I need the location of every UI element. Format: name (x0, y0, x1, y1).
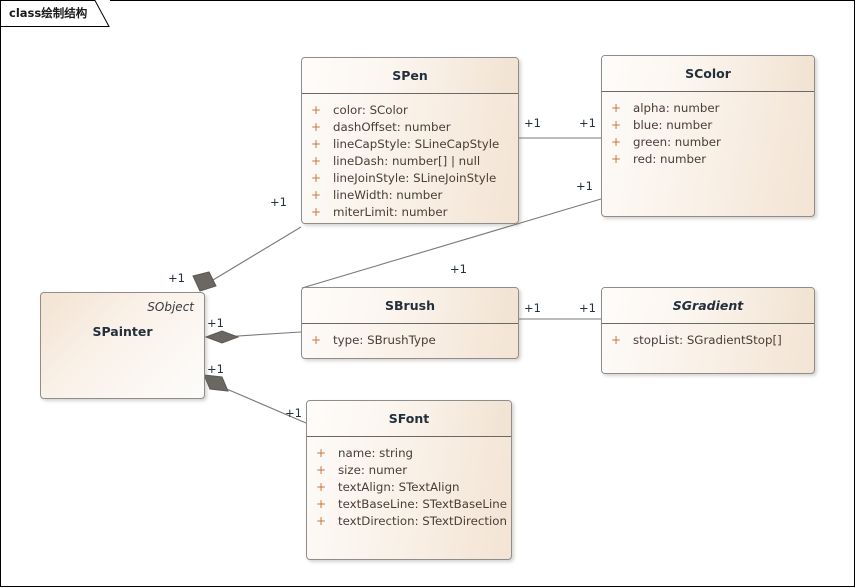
class-attributes-sbrush: + type: SBrushType (302, 324, 518, 355)
class-box-sbrush[interactable]: SBrush + type: SBrushType (301, 287, 519, 359)
class-header-sgradient: SGradient (602, 288, 814, 324)
attribute-row: + textBaseLine: STextBaseLine (307, 496, 511, 513)
visibility-marker: + (611, 101, 622, 115)
class-attributes-scolor: + alpha: number + blue: number + green: … (602, 92, 814, 174)
class-box-spen[interactable]: SPen + color: SColor + dashOffset: numbe… (301, 57, 519, 224)
composition-diamond-spen (192, 271, 217, 292)
class-name-sbrush: SBrush (385, 298, 435, 313)
attribute-row: + lineDash: number[] | null (302, 153, 518, 170)
class-header-sbrush: SBrush (302, 288, 518, 324)
visibility-marker: + (316, 497, 327, 511)
multiplicity-scolor-sbrush-lower: +1 (450, 262, 467, 276)
visibility-marker: + (611, 135, 622, 149)
multiplicity-spen-scolor-right: +1 (579, 116, 596, 130)
attribute-row: + color: SColor (302, 102, 518, 119)
visibility-marker: + (311, 103, 322, 117)
attribute-signature: size: numer (338, 463, 408, 477)
attribute-row: + green: number (602, 134, 814, 151)
attribute-signature: type: SBrushType (333, 333, 436, 347)
class-name-spen: SPen (392, 68, 428, 83)
attribute-row: + textAlign: STextAlign (307, 479, 511, 496)
attribute-signature: lineCapStyle: SLineCapStyle (333, 137, 500, 151)
multiplicity-scolor-sbrush-upper: +1 (576, 179, 593, 193)
class-name-scolor: SColor (685, 66, 731, 81)
attribute-signature: miterLimit: number (333, 205, 448, 219)
attribute-row: + size: numer (307, 462, 511, 479)
class-name-sfont: SFont (388, 411, 430, 426)
class-box-sgradient[interactable]: SGradient + stopList: SGradientStop[] (601, 287, 815, 374)
attribute-signature: blue: number (633, 118, 713, 132)
composition-diamond-sfont (203, 374, 229, 392)
attribute-signature: alpha: number (633, 101, 720, 115)
attribute-signature: color: SColor (333, 103, 408, 117)
class-header-spen: SPen (302, 58, 518, 94)
multiplicity-sfont-end: +1 (285, 406, 302, 420)
diagram-title-label: class绘制结构 (9, 6, 88, 20)
attribute-signature: green: number (633, 135, 721, 149)
class-header-sfont: SFont (307, 401, 511, 437)
visibility-marker: + (316, 514, 327, 528)
class-attributes-sfont: + name: string + size: numer + textAlign… (307, 437, 511, 536)
multiplicity-spainter-sfont: +1 (207, 362, 224, 376)
class-attributes-spen: + color: SColor + dashOffset: number + l… (302, 94, 518, 223)
attribute-signature: lineDash: number[] | null (333, 154, 481, 168)
attribute-row: + lineJoinStyle: SLineJoinStyle (302, 170, 518, 187)
attribute-row: + textDirection: STextDirection (307, 513, 511, 530)
link-spainter-spen (207, 226, 302, 284)
composition-diamond-sbrush (204, 330, 240, 344)
class-name-sgradient: SGradient (672, 298, 744, 313)
visibility-marker: + (316, 463, 327, 477)
class-name-spainter: SPainter (92, 324, 153, 339)
visibility-marker: + (311, 171, 322, 185)
visibility-marker: + (611, 333, 622, 347)
attribute-row: + blue: number (602, 117, 814, 134)
attribute-signature: name: string (338, 446, 414, 460)
visibility-marker: + (316, 480, 327, 494)
class-stereotype-sobject: SObject (147, 300, 194, 314)
attribute-signature: lineWidth: number (333, 188, 443, 202)
multiplicity-sbrush-left: +1 (524, 301, 541, 315)
visibility-marker: + (311, 188, 322, 202)
attribute-signature: stopList: SGradientStop[] (633, 333, 782, 347)
visibility-marker: + (311, 333, 322, 347)
attribute-row: + miterLimit: number (302, 204, 518, 221)
link-spainter-sbrush (221, 331, 302, 338)
class-box-scolor[interactable]: SColor + alpha: number + blue: number + … (601, 55, 815, 217)
diagram-title-tab[interactable]: class绘制结构 (0, 0, 110, 27)
visibility-marker: + (311, 154, 322, 168)
multiplicity-spainter-spen: +1 (168, 271, 185, 285)
attribute-row: + lineWidth: number (302, 187, 518, 204)
multiplicity-spen-scolor-left: +1 (524, 116, 541, 130)
class-attributes-sgradient: + stopList: SGradientStop[] (602, 324, 814, 355)
visibility-marker: + (311, 205, 322, 219)
visibility-marker: + (311, 137, 322, 151)
visibility-marker: + (611, 118, 622, 132)
multiplicity-spen-end: +1 (270, 195, 287, 209)
attribute-row: + lineCapStyle: SLineCapStyle (302, 136, 518, 153)
attribute-row: + name: string (307, 445, 511, 462)
attribute-signature: dashOffset: number (333, 120, 451, 134)
visibility-marker: + (311, 120, 322, 134)
attribute-row: + type: SBrushType (302, 332, 518, 349)
class-box-spainter[interactable]: SObject SPainter (40, 292, 205, 399)
attribute-signature: textBaseLine: STextBaseLine (338, 497, 507, 511)
class-header-scolor: SColor (602, 56, 814, 92)
attribute-signature: red: number (633, 152, 707, 166)
visibility-marker: + (611, 152, 622, 166)
multiplicity-spainter-sbrush: +1 (207, 316, 224, 330)
attribute-signature: textDirection: STextDirection (338, 514, 507, 528)
attribute-row: + stopList: SGradientStop[] (602, 332, 814, 349)
attribute-signature: textAlign: STextAlign (338, 480, 460, 494)
class-box-sfont[interactable]: SFont + name: string + size: numer + tex… (306, 400, 512, 560)
multiplicity-sbrush-right: +1 (579, 301, 596, 315)
attribute-row: + alpha: number (602, 100, 814, 117)
attribute-row: + red: number (602, 151, 814, 168)
attribute-signature: lineJoinStyle: SLineJoinStyle (333, 171, 497, 185)
attribute-row: + dashOffset: number (302, 119, 518, 136)
visibility-marker: + (316, 446, 327, 460)
